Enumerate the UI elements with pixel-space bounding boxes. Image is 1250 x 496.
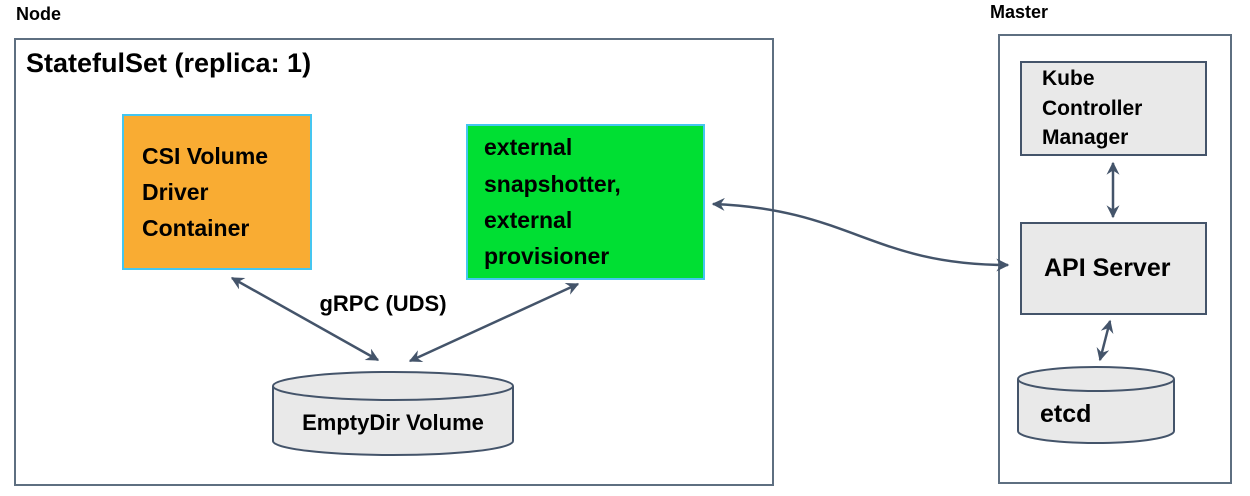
etcd-label: etcd	[1040, 400, 1092, 428]
emptydir-volume-label: EmptyDir Volume	[302, 410, 484, 435]
api-server-label: API Server	[1044, 254, 1171, 282]
kube-controller-manager-label: Kube Controller Manager	[1042, 66, 1143, 150]
external-snapshotter-provisioner-box: external snapshotter, external provision…	[466, 124, 705, 280]
csi-volume-driver-container-label: CSI Volume Driver Container	[142, 142, 269, 242]
external-snapshotter-provisioner-label: external snapshotter, external provision…	[484, 134, 621, 270]
csi-volume-driver-container-box: CSI Volume Driver Container	[122, 114, 312, 270]
grpc-uds-label: gRPC (UDS)	[319, 291, 447, 316]
api-server-box: API Server	[1020, 222, 1207, 315]
master-title: Master	[990, 2, 1049, 22]
node-title: Node	[16, 4, 61, 24]
statefulset-label: StatefulSet (replica: 1)	[26, 48, 312, 78]
kube-controller-manager-box: Kube Controller Manager	[1020, 61, 1207, 156]
